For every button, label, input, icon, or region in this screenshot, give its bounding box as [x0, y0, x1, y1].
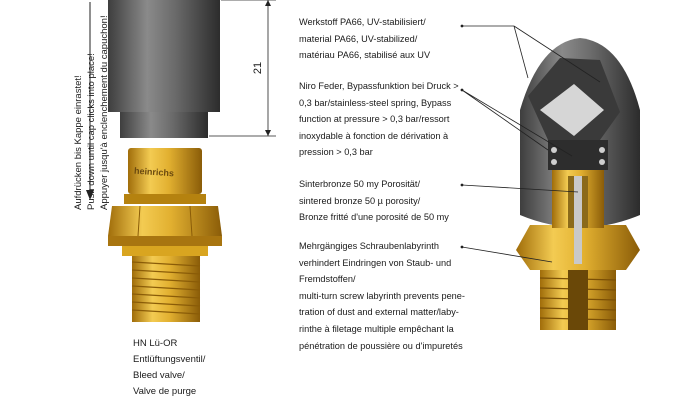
dimension-marker [209, 0, 276, 137]
leader-lines [461, 25, 601, 263]
bronze-line: Bronze fritté d'une porosité de 50 my [299, 212, 449, 223]
labyrinth-line: pénétration de poussière ou d'impuretés [299, 340, 463, 351]
spring-line: 0,3 bar/stainless-steel spring, Bypass [299, 97, 452, 108]
bronze-line: sintered bronze 50 µ porosity/ [299, 195, 421, 206]
push-arrow [86, 2, 94, 200]
labyrinth-line: Fremdstoffen/ [299, 274, 356, 285]
spring-line: Niro Feder, Bypassfunktion bei Druck > [299, 81, 459, 91]
dimension-label: 21 [252, 61, 265, 75]
product-code: HN Lü-OR [133, 338, 178, 349]
bronze-line: Sinterbronze 50 my Porosität/ [299, 179, 421, 189]
spring-line: pression > 0,3 bar [299, 147, 373, 158]
spring-line: inoxydable à fonction de dérivation à [299, 130, 449, 141]
labyrinth-description: Mehrgängiges Schraubenlabyrinth verhinde… [299, 238, 465, 354]
leader-dots [460, 24, 464, 249]
bronze-description: Sinterbronze 50 my Porosität/ sintered b… [299, 176, 449, 226]
product-name-fr: Valve de purge [133, 386, 197, 397]
material-line: matériau PA66, stabilisé aux UV [299, 50, 431, 61]
material-line: material PA66, UV-stabilized/ [299, 33, 418, 44]
labyrinth-line: verhindert Eindringen von Staub- und [299, 257, 452, 268]
labyrinth-line: multi-turn screw labyrinth prevents pene… [299, 290, 465, 301]
material-line: Werkstoff PA66, UV-stabilisiert/ [299, 17, 426, 27]
product-caption: HN Lü-OR Entlüftungsventil/ Bleed valve/… [133, 336, 205, 400]
valve-body-illustration [108, 148, 222, 322]
cutaway-illustration [516, 38, 640, 330]
labyrinth-line: rinthe à filetage multiple empêchant la [299, 323, 454, 334]
labyrinth-line: tration of dust and external matter/laby… [299, 307, 459, 318]
spring-line: function at pressure > 0,3 bar/ressort [299, 114, 450, 125]
product-name-en: Bleed valve/ [133, 370, 185, 381]
spring-description: Niro Feder, Bypassfunktion bei Druck > 0… [299, 78, 459, 161]
labyrinth-line: Mehrgängiges Schraubenlabyrinth [299, 241, 439, 251]
product-name-de: Entlüftungsventil/ [133, 354, 206, 365]
material-description: Werkstoff PA66, UV-stabilisiert/ materia… [299, 14, 430, 64]
cap-illustration [108, 0, 220, 138]
